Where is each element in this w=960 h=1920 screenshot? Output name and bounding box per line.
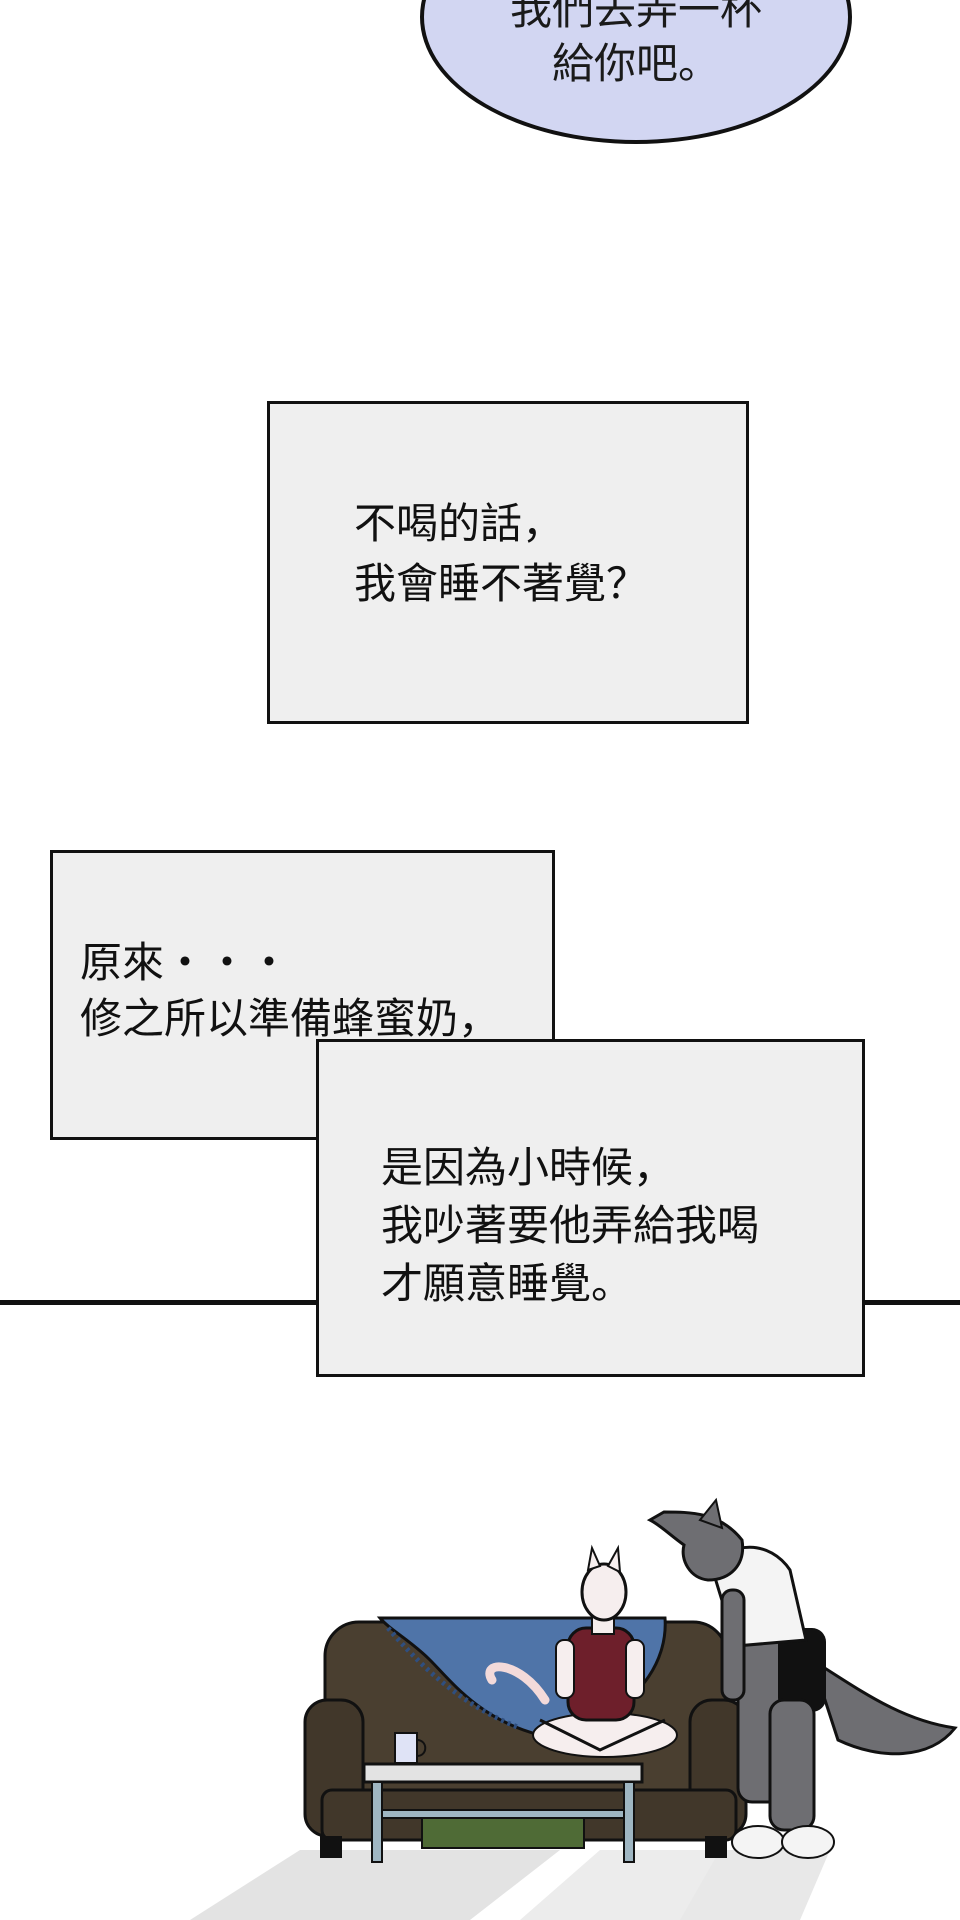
caption-1-line-1: 不喝的話， bbox=[354, 499, 565, 548]
caption-1-line-2: 我會睡不著覺？ bbox=[354, 559, 649, 608]
caption-3-line-2: 我吵著要他弄給我喝 bbox=[381, 1201, 760, 1250]
mug-icon bbox=[394, 1732, 427, 1764]
floor-shadow bbox=[190, 1850, 560, 1920]
caption-3-line-3: 才願意睡覺。 bbox=[381, 1259, 634, 1308]
speech-bubble-line-1: 我們去弄一杯 bbox=[509, 0, 762, 34]
caption-box-1: 不喝的話， 我會睡不著覺？ bbox=[267, 401, 749, 724]
caption-3-line-1: 是因為小時候， bbox=[381, 1143, 676, 1192]
caption-2-line-2: 修之所以準備蜂蜜奶， bbox=[80, 994, 501, 1043]
caption-merge-patch bbox=[319, 1042, 552, 1137]
caption-box-2: 原來・・・ 修之所以準備蜂蜜奶， bbox=[50, 850, 555, 1140]
cat-character bbox=[532, 1544, 678, 1758]
speech-bubble-line-2: 給你吧。 bbox=[551, 39, 720, 88]
coffee-table bbox=[362, 1762, 644, 1863]
caption-2-line-1: 原來・・・ bbox=[80, 938, 291, 987]
wolf-character bbox=[646, 1497, 958, 1859]
cat-tail bbox=[485, 1662, 550, 1705]
